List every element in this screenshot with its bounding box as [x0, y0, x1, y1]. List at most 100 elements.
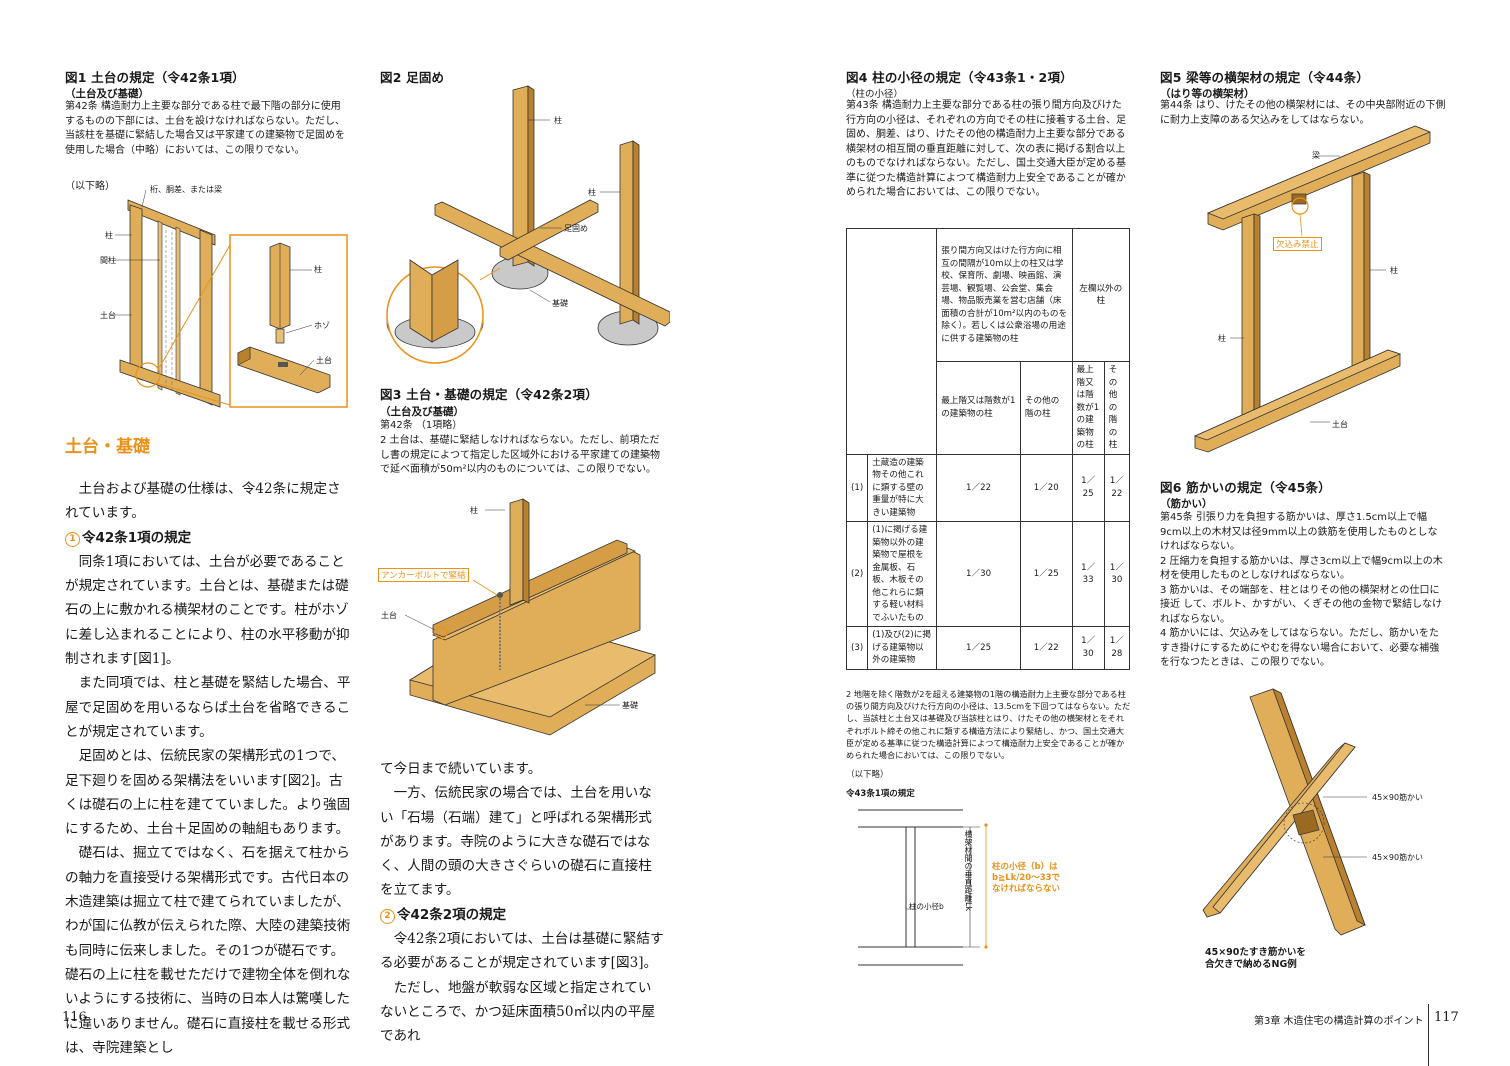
table-sub-d: その他の階の柱 [1103, 361, 1131, 455]
fig1-detail-label-tenon: ホゾ [314, 321, 330, 330]
fig5-label-beam: 梁 [1312, 151, 1320, 160]
fig6-item1: 第45条 引張り力を負担する筋かいは、厚さ1.5cm以上で幅9cm以上の木材又は… [1160, 512, 1438, 552]
fig6-label-brace1: 45×90筋かい [1372, 793, 1424, 802]
fig2-label-column1: 柱 [554, 116, 562, 125]
fig3-label-column: 柱 [470, 506, 478, 515]
page-number-right: 117 [1434, 1010, 1459, 1025]
table-cell: 1／30 [1103, 521, 1131, 627]
fig3-label-foundation: 基礎 [622, 701, 638, 710]
fig6-item2: 2 圧縮力を負担する筋かいは、厚さ3cm以上で幅9cm以上の木材を使用したものと… [1160, 555, 1443, 582]
fig5-label-column-right: 柱 [1390, 266, 1398, 275]
fig4-note-more: （以下略） [846, 770, 889, 780]
table-head-row: 張り間方向又はけた行方向に相互の間隔が10m以上の柱又は学校、保育所、劇場、映画… [845, 228, 1131, 455]
fig5-title: 図5 梁等の横架材の規定（令44条） [1160, 70, 1370, 85]
table-row: (1) 土蔵造の建築物その他これに類する壁の重量が特に大きい建築物 1／22 1… [845, 453, 1131, 522]
fig3-illustration [405, 498, 657, 736]
table-cell: 1／25 [1019, 521, 1073, 627]
col1-para4: 足固めとは、伝統民家の架構形式の1つで、足下廻りを固める架構法をいいます[図2]… [65, 748, 351, 838]
col1-para5: 礎石は、掘立てではなく、石を据えて柱からの軸力を直接受ける架構形式です。古代日本… [65, 845, 351, 1056]
col2-para4: ただし、地盤が軟弱な区域と指定されていないところで、かつ延床面積50㎡以内の平屋… [380, 979, 656, 1045]
fig2-title: 図2 足固め [380, 70, 445, 85]
fig1-label-sill: 土台 [100, 311, 116, 320]
table-head-col2: 左欄以外の柱 [1071, 228, 1131, 362]
fig3-line1: 第42条 （1項略） [380, 420, 463, 431]
fig4-ratio-table: 張り間方向又はけた行方向に相互の間隔が10m以上の柱又は学校、保育所、劇場、映画… [845, 228, 1131, 670]
table-cell: 1／33 [1071, 521, 1105, 627]
col1-para1: 土台および基礎の仕様は、令42条に規定されています。 [65, 481, 341, 522]
footer-divider [1428, 1004, 1429, 1066]
table-sub-b: その他の階の柱 [1019, 361, 1073, 455]
fig5-label-sill: 土台 [1332, 420, 1348, 429]
fig4-diagram-label-vertical: 横架材間の垂直距離Lk [964, 830, 973, 912]
fig5-text: 第44条 はり、けたその他の横架材には、その中央部附近の下側に耐力上支障のある欠… [1160, 100, 1446, 126]
fig1-detail-label-sill: 土台 [316, 356, 332, 365]
fig6-illustration [1202, 688, 1367, 936]
fig6-title: 図6 筋かいの規定（令45条） [1160, 480, 1331, 495]
fig4-title: 図4 柱の小径の規定（令43条1・2項） [846, 70, 1073, 85]
fig3-text: 2 土台は、基礎に緊結しなければならない。ただし、前項ただし書の規定によつて指定… [380, 435, 660, 475]
fig6-text: 第45条 引張り力を負担する筋かいは、厚さ1.5cm以上で幅9cm以上の木材又は… [1160, 511, 1445, 671]
fig3-title: 図3 土台・基礎の規定（令42条2項） [380, 387, 598, 402]
fig6-label-brace2: 45×90筋かい [1372, 853, 1424, 862]
col1-para2: 同条1項においては、土台が必要であることが規定されています。土台とは、基礎または… [65, 553, 350, 668]
subheading-2-text: 令42条2項の規定 [397, 906, 507, 923]
table-cell: 1／20 [1019, 453, 1073, 522]
fig4-diagram-callout: 柱の小径（b）はb≧Lk/20〜33でなければならない [992, 862, 1061, 894]
fig6-item3: 3 筋かいは、その端部を、柱とはりその他の横架材との仕口に接近 して、ボルト、か… [1160, 584, 1443, 625]
table-cell: 1／28 [1103, 626, 1131, 670]
table-cell: 1／25 [1071, 453, 1105, 522]
fig5-label-notch: 欠込み禁止 [1273, 237, 1322, 251]
fig3-label-anchor: アンカーボルトで緊結 [378, 568, 469, 582]
col2-para2: 一方、伝統民家の場合では、土台を用いない「石場（石端）建て」と呼ばれる架構形式が… [380, 785, 652, 899]
fig4-diagram-label-column: 柱の小径b [909, 902, 944, 911]
fig6-subtitle: （筋かい） [1160, 498, 1213, 510]
fig2-label-ashigatame: 足固め [564, 224, 588, 233]
fig4-note2: 2 地階を除く階数が2を超える建築物の1階の構造耐力上主要な部分である柱の張り間… [846, 689, 1131, 761]
table-row-num: (2) [845, 521, 869, 627]
table-cell: 1／30 [936, 521, 1021, 627]
fig4-diagram-title: 令43条1項の規定 [846, 789, 915, 799]
page-number-left: 116 [62, 1010, 87, 1025]
table-row-desc: (1)に掲げる建築物以外の建築物で屋根を金属板、石板、木板その他これらに類する軽… [867, 521, 938, 627]
table-cell: 1／22 [1103, 453, 1131, 522]
fig5-label-column-left: 柱 [1218, 334, 1226, 343]
fig1-note: （以下略） [65, 181, 115, 192]
fig1-subtitle: （土台及び基礎） [65, 88, 149, 100]
fig3-label-sill: 土台 [381, 611, 397, 620]
chapter-title: 第3章 木造住宅の構造計算のポイント [1254, 1016, 1424, 1027]
table-row-desc: 土蔵造の建築物その他これに類する壁の重量が特に大きい建築物 [867, 453, 938, 522]
fig6-caption-line2: 合欠きで納めるNG例 [1205, 959, 1297, 970]
table-sub-a: 最上階又は階数が1の建築物の柱 [936, 361, 1021, 455]
fig4-text: 第43条 構造耐力上主要な部分である柱の張り間方向及びけた行方向の小径は、それぞ… [846, 100, 1126, 198]
fig1-text: 第42条 構造耐力上主要な部分である柱で最下階の部分に使用するものの下部には、土… [65, 101, 345, 156]
fig6-item4: 4 筋かいには、欠込みをしてはならない。ただし、筋かいをたすき掛けにするためにや… [1160, 628, 1440, 668]
section-heading: 土台・基礎 [65, 437, 150, 457]
table-corner [845, 228, 938, 455]
fig2-label-column2: 柱 [588, 188, 596, 197]
fig3-subtitle: （土台及び基礎） [380, 406, 464, 418]
table-row-desc: (1)及び(2)に掲げる建築物以外の建築物 [867, 626, 938, 670]
table-row: (3) (1)及び(2)に掲げる建築物以外の建築物 1／25 1／22 1／30… [845, 626, 1131, 670]
col2-para3: 令42条2項においては、土台は基礎に緊結する必要があることが規定されています[図… [380, 931, 664, 972]
fig5-subtitle: （はり等の横架材） [1160, 88, 1255, 100]
fig1-label-stud: 間柱 [100, 256, 116, 265]
table-row: (2) (1)に掲げる建築物以外の建築物で屋根を金属板、石板、木板その他これらに… [845, 521, 1131, 627]
fig4-subtitle: （柱の小径） [846, 89, 904, 100]
fig4-diagram [858, 809, 988, 966]
subheading-2-number: 2 [380, 908, 395, 924]
fig1-label-beam: 桁、胴差、または梁 [150, 185, 222, 194]
fig2-label-foundation: 基礎 [552, 299, 568, 308]
col2-para1: て今日まで続いています。 [380, 761, 542, 777]
fig1-detail-label-column: 柱 [314, 265, 322, 274]
fig6-caption: 45×90たすき筋かいを 合欠きで納めるNG例 [1205, 947, 1306, 971]
table-cell: 1／22 [1019, 626, 1073, 670]
fig5-illustration [1193, 125, 1432, 453]
body-column-2: て今日まで続いています。 一方、伝統民家の場合では、土台を用いない「石場（石端）… [380, 757, 665, 1049]
subheading-1-number: 1 [65, 531, 80, 547]
table-cell: 1／25 [936, 626, 1021, 670]
table-cell: 1／30 [1071, 626, 1105, 670]
fig6-caption-line1: 45×90たすき筋かいを [1205, 947, 1306, 958]
